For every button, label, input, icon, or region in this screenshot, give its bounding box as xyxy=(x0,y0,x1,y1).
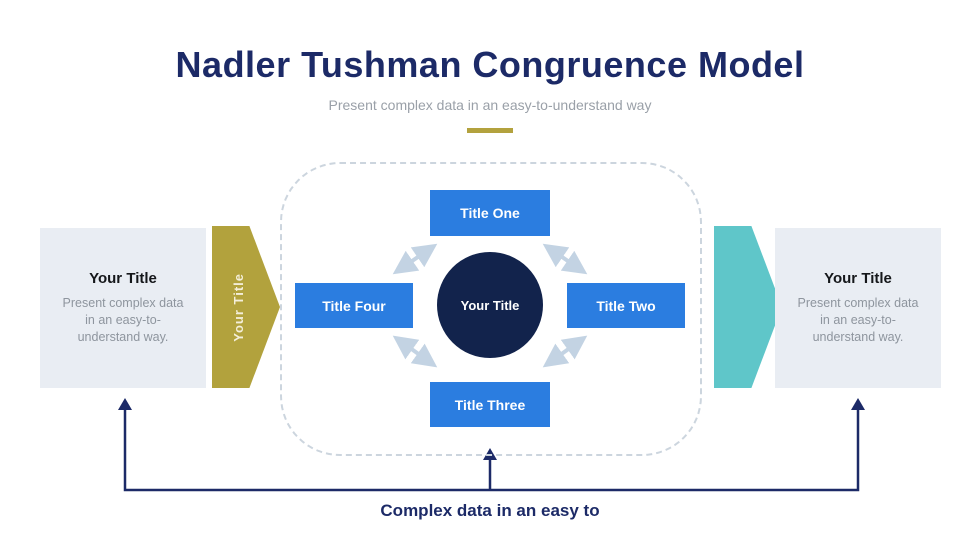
left-panel-title: Your Title xyxy=(89,270,157,288)
node-title-two: Title Two xyxy=(567,283,685,328)
accent-divider xyxy=(467,128,513,133)
node-title-three: Title Three xyxy=(430,382,550,427)
right-panel-body: Present complex data in an easy-to-under… xyxy=(797,296,919,344)
right-panel: Your Title Present complex data in an ea… xyxy=(775,228,941,388)
node-title-one-label: Title One xyxy=(460,205,520,221)
footer-caption: Complex data in an easy to xyxy=(380,501,600,520)
left-panel-body: Present complex data in an easy-to-under… xyxy=(62,296,184,344)
node-title-two-label: Title Two xyxy=(596,297,656,314)
left-chevron-label: Your Title xyxy=(230,272,246,342)
left-panel: Your Title Present complex data in an ea… xyxy=(40,228,206,388)
right-chevron-arrow xyxy=(714,226,782,388)
left-chevron-arrow: Your Title xyxy=(212,226,280,388)
node-title-three-label: Title Three xyxy=(454,396,526,413)
center-circle: Your Title xyxy=(437,252,543,358)
center-circle-label: Your Title xyxy=(460,297,520,313)
right-panel-title: Your Title xyxy=(824,270,892,288)
node-title-four: Title Four xyxy=(295,283,413,328)
node-title-one: Title One xyxy=(430,190,550,236)
page-title: Nadler Tushman Congruence Model xyxy=(175,44,805,85)
node-title-four-label: Title Four xyxy=(322,297,386,314)
page-subtitle: Present complex data in an easy-to-under… xyxy=(328,97,652,113)
